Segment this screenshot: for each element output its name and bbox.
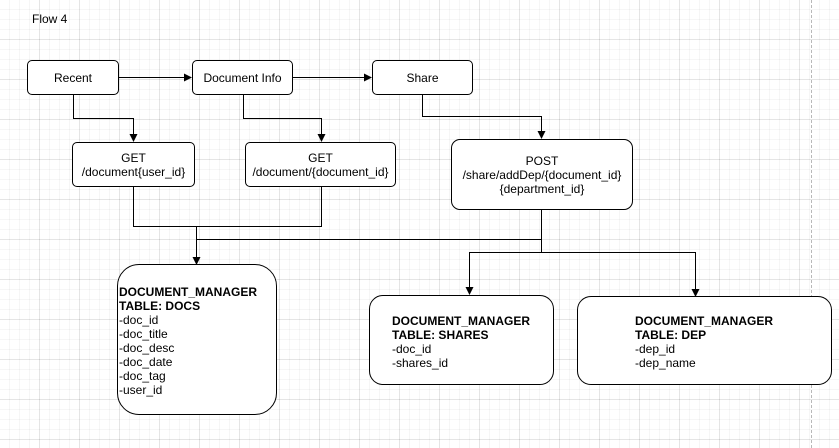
shares-db-name: DOCUMENT_MANAGER	[392, 314, 530, 328]
share-label: Share	[406, 70, 439, 85]
dep-field: -dep_id	[635, 342, 676, 356]
document-info-node[interactable]: Document Info	[192, 60, 293, 95]
recent-label: Recent	[53, 70, 93, 85]
shares-table-name: TABLE: SHARES	[392, 328, 489, 342]
flow-title: Flow 4	[32, 12, 68, 26]
arrow-get-recent-to-docs	[133, 187, 201, 265]
arrow-document-info-to-get	[243, 95, 326, 142]
dep-field: -dep_name	[635, 356, 696, 370]
post-share-path: /share/addDep/{document_id}	[462, 167, 622, 182]
recent-node[interactable]: Recent	[27, 60, 119, 95]
share-node[interactable]: Share	[372, 60, 473, 95]
docs-field: -doc_title	[119, 327, 168, 341]
document-info-label: Document Info	[203, 70, 282, 85]
post-share-request[interactable]: POST /share/addDep/{document_id} {depart…	[451, 139, 633, 210]
arrow-post-to-dep	[541, 252, 700, 297]
shares-field: -shares_id	[392, 356, 449, 370]
docs-field: -doc_id	[119, 313, 159, 327]
shares-table[interactable]: DOCUMENT_MANAGER TABLE: SHARES -doc_id -…	[369, 295, 554, 385]
arrow-recent-to-get	[73, 95, 138, 142]
docs-field: -doc_desc	[119, 341, 175, 355]
dep-table-name: TABLE: DEP	[635, 328, 707, 342]
arrow-post-to-shares	[465, 239, 542, 295]
docs-db-name: DOCUMENT_MANAGER	[119, 285, 257, 299]
get-recent-method: GET	[121, 150, 146, 165]
arrow-share-to-post	[422, 95, 546, 139]
post-share-method: POST	[525, 153, 559, 168]
docs-field: -doc_date	[119, 355, 173, 369]
get-recent-request[interactable]: GET /document{user_id}	[72, 142, 195, 187]
line-get-info-to-docs	[196, 187, 322, 227]
page-break-line	[811, 0, 812, 448]
docs-table[interactable]: DOCUMENT_MANAGER TABLE: DOCS -doc_id -do…	[117, 264, 277, 415]
get-info-request[interactable]: GET /document/{document_id}	[245, 142, 396, 187]
arrow-post-to-docs	[196, 210, 542, 240]
dep-db-name: DOCUMENT_MANAGER	[635, 314, 773, 328]
post-share-param: {department_id}	[499, 181, 585, 196]
get-info-path: /document/{document_id}	[252, 164, 389, 179]
docs-field: -doc_tag	[119, 369, 166, 383]
shares-field: -doc_id	[392, 342, 432, 356]
docs-table-name: TABLE: DOCS	[119, 299, 201, 313]
get-recent-path: /document{user_id}	[81, 164, 186, 179]
dep-table[interactable]: DOCUMENT_MANAGER TABLE: DEP -dep_id -dep…	[577, 296, 832, 385]
get-info-method: GET	[308, 150, 333, 165]
docs-field: -user_id	[119, 383, 163, 397]
